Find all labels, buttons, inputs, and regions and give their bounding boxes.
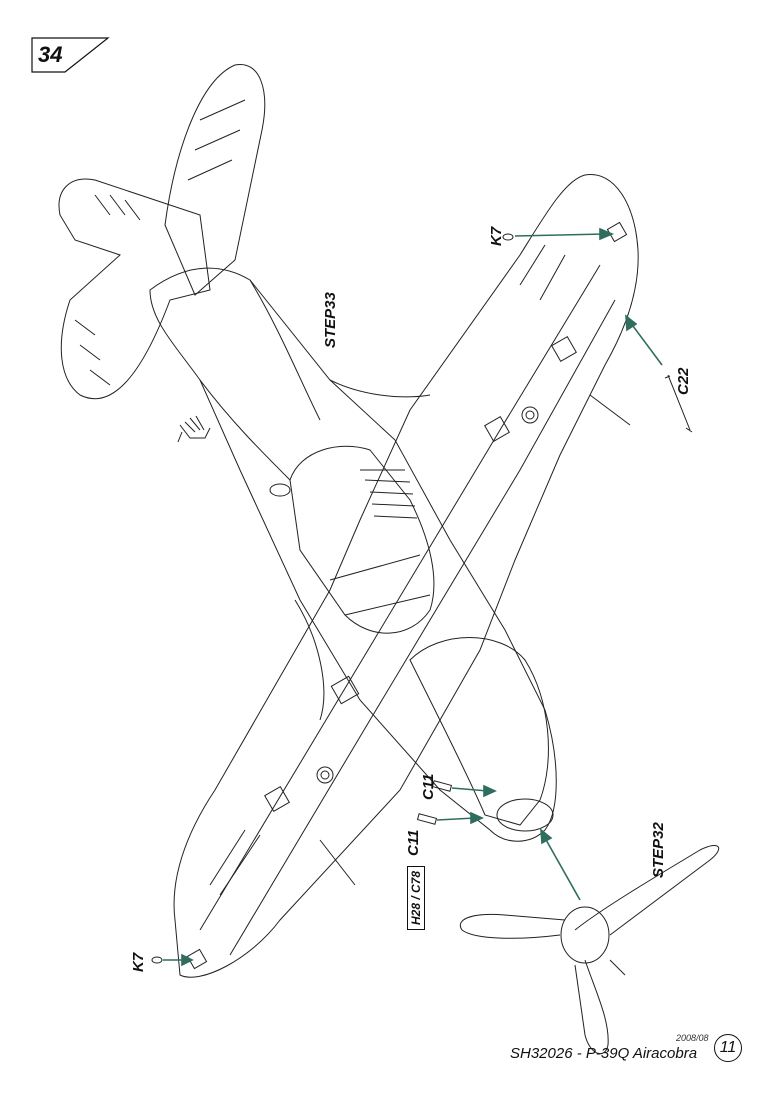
vertical-fin [164, 64, 266, 296]
fuselage [149, 267, 557, 842]
part-k7-bottom [151, 956, 163, 964]
wingtip-light-bottom [186, 948, 208, 970]
arrow-c11-a [451, 787, 489, 792]
horizontal-tail [58, 178, 211, 400]
small-parts [151, 221, 693, 970]
installation-arrows [163, 227, 663, 967]
wingtip-light-top [606, 221, 628, 243]
propeller [459, 845, 720, 1055]
part-label-k7-top: K7 [488, 226, 505, 246]
part-label-c22: C22 [675, 367, 692, 395]
arrow-c22 [629, 321, 663, 366]
part-k7-top [502, 233, 514, 241]
footer-date: 2008/08 [676, 1033, 709, 1043]
part-c11-b [416, 813, 438, 825]
footer-title: SH32026 - P-39Q Airacobra [510, 1045, 698, 1062]
arrow-propeller [544, 837, 581, 901]
step-reference-33: STEP33 [322, 292, 339, 348]
spinner [560, 906, 610, 964]
step-number: 34 [38, 42, 63, 67]
aircraft-outline [58, 64, 639, 978]
alternative-parts-box: H28 / C78 [407, 865, 425, 930]
part-c11-a [431, 780, 453, 792]
part-c22 [664, 374, 693, 433]
nose-cowling [409, 637, 549, 826]
main-wing [173, 174, 639, 978]
part-label-c11-a: C11 [420, 773, 437, 800]
arrow-k7-top [514, 233, 606, 237]
canopy [289, 445, 435, 634]
part-label-c11-b: C11 [405, 829, 422, 856]
hand-icon [177, 415, 211, 443]
step-number-tab [31, 37, 110, 73]
part-label-k7-bottom: K7 [130, 952, 147, 972]
step-reference-32: STEP32 [650, 822, 667, 878]
page-number: 11 [714, 1034, 742, 1062]
spinner-mount [496, 798, 554, 832]
arrow-c11-b [436, 817, 476, 821]
